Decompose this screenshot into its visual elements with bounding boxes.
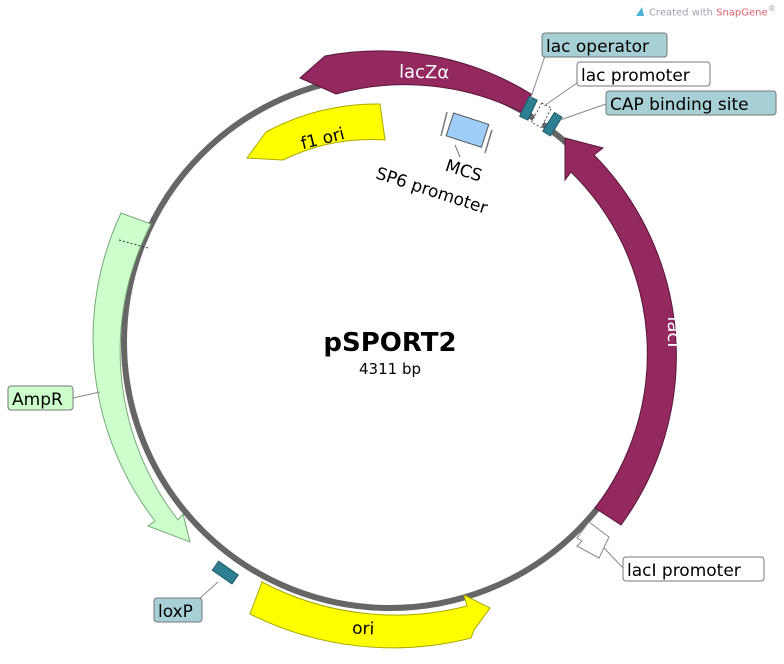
mcs-label: MCS <box>443 156 485 187</box>
loxp-callout-label: loxP <box>158 602 193 622</box>
ori-feature-arrow[interactable] <box>249 581 491 649</box>
cap-site-leader <box>559 103 607 121</box>
laci-promoter-leader <box>603 547 624 569</box>
laci-feature-arrow[interactable] <box>564 137 677 526</box>
watermark-mark: ® <box>767 3 776 13</box>
cap-binding-site[interactable] <box>542 111 563 137</box>
laci-promoter-callout-label: lacI promoter <box>627 561 741 581</box>
mcs-leader <box>454 144 461 158</box>
ampr-callout-label: AmpR <box>12 390 63 410</box>
snapgene-logo-icon <box>635 7 646 17</box>
lac-operator-callout-label: lac operator <box>546 37 649 57</box>
ampr-callout-box[interactable] <box>7 385 74 411</box>
ampr-leader <box>72 391 101 399</box>
mcs-box[interactable] <box>445 112 490 148</box>
watermark-brand: SnapGene <box>716 7 768 19</box>
laci-promoter-arrow[interactable] <box>576 521 610 559</box>
lac-promoter-callout-label: lac promoter <box>581 66 690 86</box>
f1ori-feature-arrow[interactable] <box>246 103 386 161</box>
loxp-callout-box[interactable] <box>153 597 203 623</box>
lacza-feature-arrow[interactable] <box>299 50 532 114</box>
cap-site-callout-box[interactable] <box>605 90 777 116</box>
laci-promoter-callout-box[interactable] <box>622 556 765 582</box>
lacza-feature-label: lacZα <box>399 62 449 84</box>
snapgene-watermark: Created with SnapGene® <box>635 3 776 19</box>
sp6-promoter-left-bracket <box>440 111 448 137</box>
lac-operator-site[interactable] <box>519 95 538 121</box>
lac-operator-leader <box>529 55 546 101</box>
loxp-leader <box>199 581 219 599</box>
sp6-promoter-right-bracket <box>484 129 493 154</box>
plasmid-length: 4311 bp <box>359 360 421 378</box>
watermark-prefix: Created with <box>648 7 717 19</box>
ori-feature-label: ori <box>352 619 375 640</box>
plasmid-name: pSPORT2 <box>323 328 456 358</box>
lac-promoter-site[interactable] <box>530 102 553 129</box>
laci-feature-label: lacI <box>663 316 684 347</box>
lac-operator-callout-box[interactable] <box>541 32 668 58</box>
loxp-site[interactable] <box>211 560 239 585</box>
cap-site-callout-label: CAP binding site <box>610 95 749 115</box>
ampr-internal-divider <box>118 239 149 249</box>
lac-promoter-callout-box[interactable] <box>576 61 711 87</box>
ampr-feature-arrow[interactable] <box>92 212 191 543</box>
lac-promoter-leader <box>543 82 578 107</box>
